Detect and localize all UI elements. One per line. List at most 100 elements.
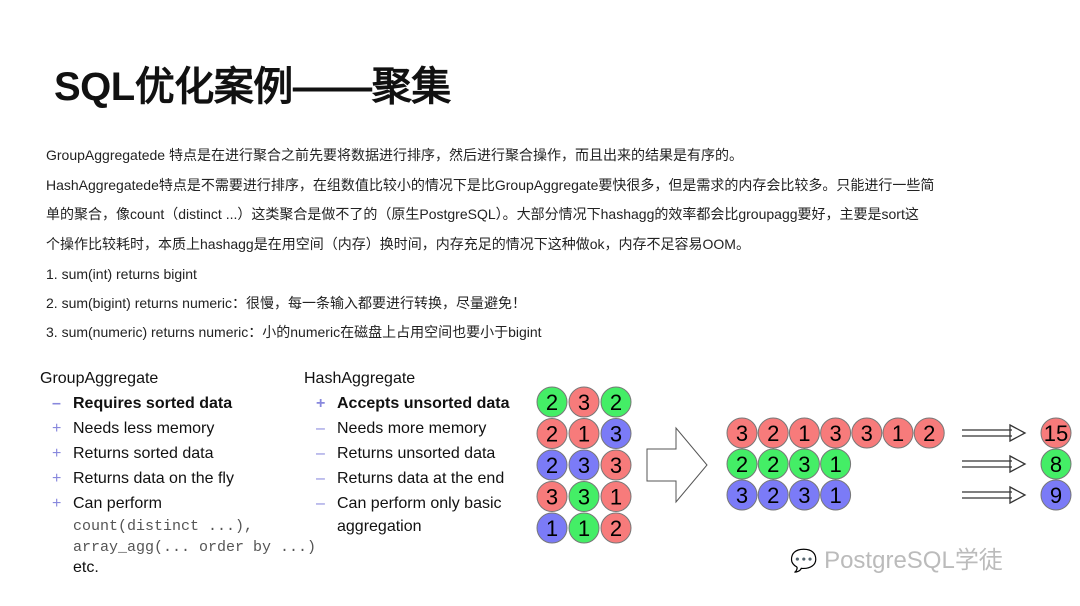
- code-line: array_agg(... order by ...): [73, 539, 317, 556]
- value-circle: 1: [788, 417, 820, 449]
- double-arrow-icon: [962, 485, 1027, 505]
- watermark-text: PostgreSQL学徒: [824, 547, 1003, 574]
- big-arrow-icon: [646, 426, 708, 504]
- double-arrow-icon: [962, 423, 1027, 443]
- circle-value: 3: [829, 421, 841, 446]
- hash-aggregate-list: HashAggregate +Accepts unsorted data–Nee…: [304, 366, 509, 537]
- circle-value: 8: [1050, 452, 1062, 477]
- circle-value: 1: [892, 421, 904, 446]
- list-item: –Returns unsorted data: [304, 441, 509, 466]
- circle-value: 3: [578, 453, 590, 478]
- list-item: –Requires sorted data: [40, 391, 316, 416]
- list-item: –Can perform only basic: [304, 491, 509, 516]
- value-circle: 3: [726, 417, 758, 449]
- value-circle: 2: [536, 449, 568, 481]
- circle-value: 9: [1050, 483, 1062, 508]
- circle-value: 2: [610, 516, 622, 541]
- value-circle: 2: [600, 386, 632, 418]
- item-text: Needs more memory: [337, 420, 487, 437]
- plus-icon: +: [52, 470, 62, 487]
- value-circle: 15: [1040, 417, 1072, 449]
- item-text: Requires sorted data: [73, 395, 233, 412]
- circle-value: 3: [578, 390, 590, 415]
- item-text: Can perform only basic: [337, 495, 502, 512]
- circle-value: 2: [610, 390, 622, 415]
- wechat-icon: 💬: [790, 548, 818, 573]
- circle-value: 3: [546, 485, 558, 510]
- value-circle: 2: [913, 417, 945, 449]
- paragraph: HashAggregatede特点是不需要进行排序，在组数值比较小的情况下是比G…: [46, 177, 935, 193]
- circle-value: 1: [578, 516, 590, 541]
- value-circle: 2: [757, 417, 789, 449]
- hash-heading: HashAggregate: [304, 370, 416, 387]
- value-circle: 8: [1040, 448, 1072, 480]
- plus-icon: +: [52, 445, 62, 462]
- item-text: Needs less memory: [73, 420, 215, 437]
- value-circle: 3: [726, 479, 758, 511]
- circle-value: 3: [736, 483, 748, 508]
- etc-text: etc.: [73, 559, 99, 576]
- value-circle: 3: [788, 479, 820, 511]
- value-circle: 2: [536, 418, 568, 449]
- plus-icon: +: [316, 395, 326, 412]
- item-text: Returns data on the fly: [73, 470, 234, 487]
- circle-value: 1: [578, 422, 590, 447]
- value-circle: 2: [757, 448, 789, 480]
- double-arrow-icon: [962, 454, 1027, 474]
- list-item: –Needs more memory: [304, 416, 509, 441]
- circle-value: 2: [546, 453, 558, 478]
- circle-value: 3: [578, 485, 590, 510]
- value-circle: 3: [600, 418, 632, 449]
- paragraph: 个操作比较耗时，本质上hashagg是在用空间（内存）换时间，内存充足的情况下这…: [46, 236, 750, 252]
- list-item: 2. sum(bigint) returns numeric：很慢，每一条输入都…: [46, 295, 526, 311]
- slide-title: SQL优化案例——聚集: [54, 65, 451, 109]
- list-item: 1. sum(int) returns bigint: [46, 266, 197, 282]
- value-circle: 2: [536, 386, 568, 418]
- circle-value: 2: [546, 422, 558, 447]
- paragraph: 单的聚合，像count（distinct ...）这类聚合是做不了的（原生Pos…: [46, 206, 919, 222]
- minus-icon: –: [316, 470, 325, 487]
- item-text: Returns data at the end: [337, 470, 505, 487]
- circle-value: 1: [829, 452, 841, 477]
- circle-value: 3: [798, 483, 810, 508]
- code-line: count(distinct ...),: [73, 518, 254, 535]
- paragraph: GroupAggregatede 特点是在进行聚合之前先要将数据进行排序，然后进…: [46, 147, 743, 163]
- circle-value: 3: [798, 452, 810, 477]
- continuation-text: aggregation: [337, 518, 422, 535]
- minus-icon: –: [316, 445, 325, 462]
- value-circle: 3: [788, 448, 820, 480]
- value-circle: 3: [536, 481, 568, 512]
- item-text: Returns unsorted data: [337, 445, 496, 462]
- circle-value: 3: [861, 421, 873, 446]
- value-circle: 3: [568, 386, 600, 418]
- list-item: –Returns data at the end: [304, 466, 509, 491]
- list-item: +Needs less memory: [40, 416, 316, 441]
- circle-value: 2: [767, 421, 779, 446]
- list-item: +Accepts unsorted data: [304, 391, 509, 416]
- value-circle: 1: [820, 448, 852, 480]
- circle-value: 1: [829, 483, 841, 508]
- list-item: 3. sum(numeric) returns numeric：小的numeri…: [46, 324, 542, 340]
- value-circle: 3: [851, 417, 883, 449]
- minus-icon: –: [316, 420, 325, 437]
- circle-value: 1: [610, 485, 622, 510]
- circle-value: 3: [736, 421, 748, 446]
- minus-icon: –: [316, 495, 325, 512]
- circle-value: 1: [798, 421, 810, 446]
- circle-value: 2: [767, 483, 779, 508]
- value-circle: 1: [568, 512, 600, 544]
- circle-value: 2: [736, 452, 748, 477]
- value-circle: 1: [568, 418, 600, 449]
- value-circle: 1: [600, 481, 632, 512]
- group-heading: GroupAggregate: [40, 370, 159, 387]
- value-circle: 1: [882, 417, 914, 449]
- circle-value: 15: [1044, 421, 1068, 446]
- value-circle: 1: [536, 512, 568, 544]
- list-item: +Can perform: [40, 491, 316, 516]
- circle-value: 2: [546, 390, 558, 415]
- value-circle: 3: [568, 449, 600, 481]
- circle-value: 1: [546, 516, 558, 541]
- circle-value: 3: [610, 422, 622, 447]
- circle-value: 2: [767, 452, 779, 477]
